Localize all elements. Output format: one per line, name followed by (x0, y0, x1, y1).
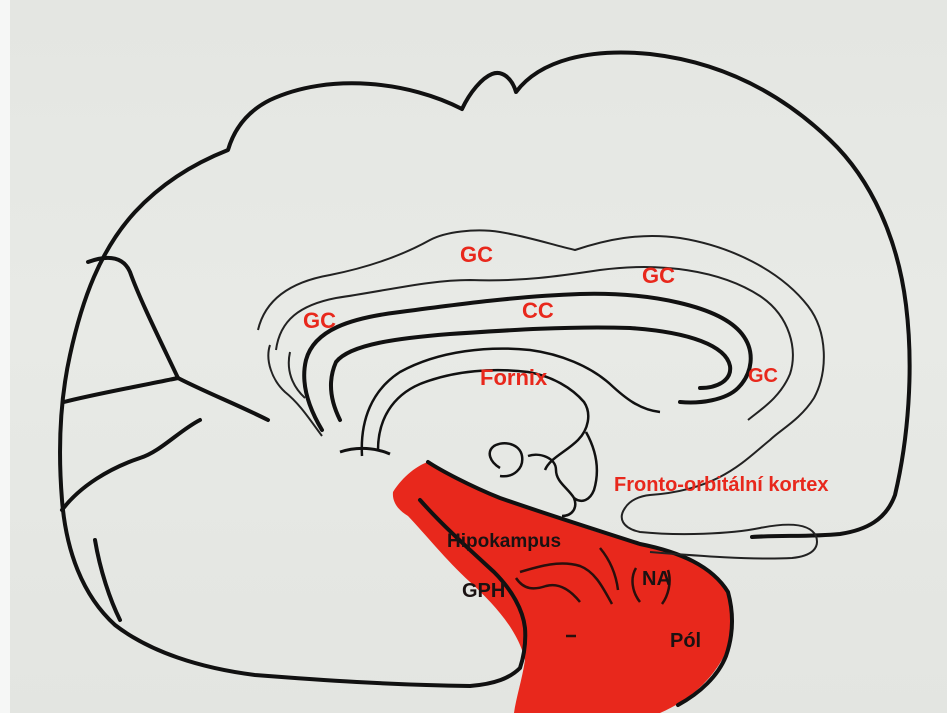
label-pol: Pól (670, 630, 701, 652)
label-hipokampus: Hipokampus (447, 531, 561, 552)
sulcus-line-1 (88, 258, 178, 378)
label-gc-right-upper: GC (642, 263, 675, 288)
brain-outline-top (462, 53, 910, 537)
uncus-border (340, 448, 390, 454)
cingulate-gyrus-outline (258, 230, 824, 558)
label-cc: CC (522, 298, 554, 323)
label-na: NA (642, 568, 671, 590)
label-fronto-orbital-cortex: Fronto-orbitální kortex (614, 474, 828, 496)
sulcus-line-4 (62, 420, 200, 510)
cingulate-left-loop (268, 345, 322, 436)
label-fornix: Fornix (480, 365, 548, 390)
label-gc-right-lower: GC (748, 365, 778, 387)
label-gph: GPH (462, 580, 505, 602)
label-gc-left: GC (303, 308, 336, 333)
label-gc-top: GC (460, 242, 493, 267)
sulcus-line-2 (178, 378, 268, 420)
sulcus-line-3 (64, 378, 178, 402)
cingulate-inner-outline (276, 267, 793, 420)
